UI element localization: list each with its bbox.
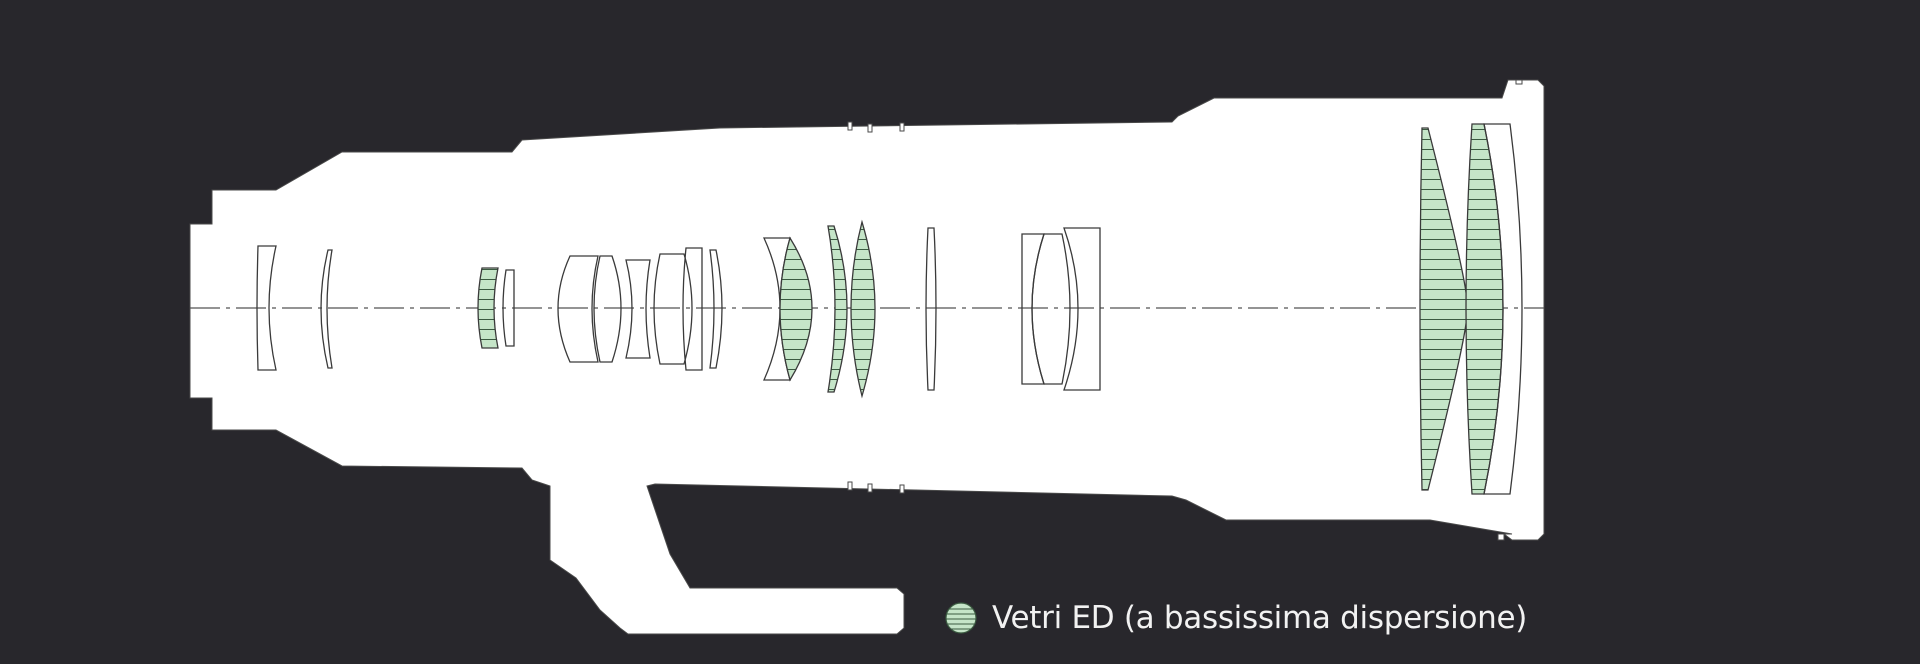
lens-element-e6: [593, 255, 622, 363]
barrel-details: [847, 79, 1523, 541]
lens-element-e10: [779, 236, 813, 382]
legend: Vetri ED (a bassissima dispersione): [944, 598, 1527, 638]
lens-element-e8: [653, 253, 693, 365]
lens-element-e9b: [709, 249, 723, 369]
lens-element-e16: [1419, 127, 1468, 491]
lens-element-e12: [850, 219, 876, 399]
lens-element-e15: [1063, 227, 1101, 391]
lens-element-e3: [477, 267, 499, 349]
lens-element-e13: [925, 227, 937, 391]
lens-element-e7: [625, 259, 651, 359]
lens-element-e11: [827, 225, 848, 393]
lens-element-e9: [682, 247, 703, 371]
lens-element-e1: [256, 245, 277, 371]
lens-elements: [256, 123, 1523, 495]
lens-element-e2: [320, 249, 333, 369]
lens-element-e5: [557, 255, 599, 363]
legend-label: Vetri ED (a bassissima dispersione): [992, 600, 1528, 636]
lens-element-e14b: [1031, 233, 1071, 385]
ed-glass-swatch-icon: [945, 602, 977, 634]
lens-element-e18: [1483, 123, 1523, 495]
lens-element-e4: [502, 269, 515, 347]
